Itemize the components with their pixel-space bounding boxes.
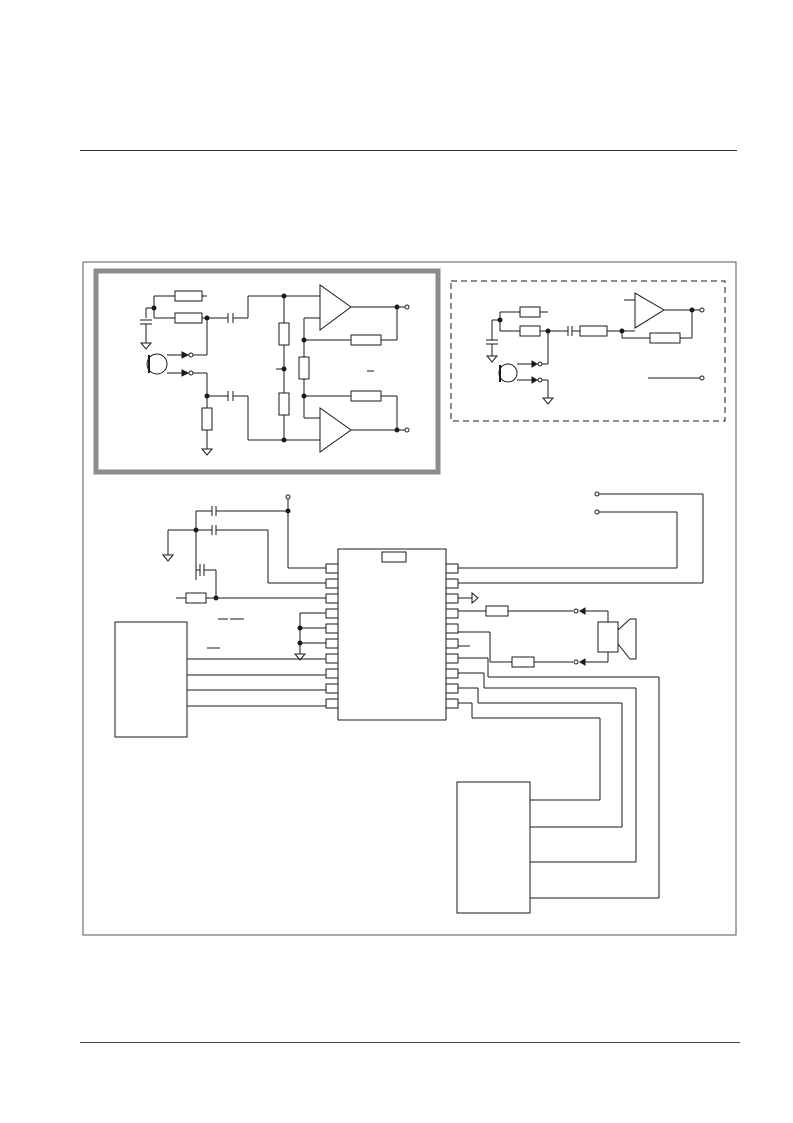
main-ic-section xyxy=(114,491,704,914)
single-ended-mic-option-panel xyxy=(450,280,726,422)
differential-mic-input-panel xyxy=(93,268,441,475)
page-bottom-rule xyxy=(80,1042,740,1043)
opamp-triangle-icon xyxy=(319,407,352,453)
resistor-icon xyxy=(278,322,290,346)
ic-package xyxy=(337,548,447,721)
figure-frame xyxy=(82,261,737,936)
ic-left-pins xyxy=(325,563,339,709)
ground-icon xyxy=(542,391,554,405)
resistor-icon xyxy=(519,306,541,318)
resistor-icon xyxy=(485,605,509,617)
resistor-icon xyxy=(174,312,203,324)
lower-controller-block xyxy=(456,781,531,914)
resistor-icon xyxy=(298,356,310,380)
microphone-icon xyxy=(498,360,543,384)
ground-icon xyxy=(486,349,498,363)
opamp-triangle-icon xyxy=(319,284,352,331)
resistor-icon xyxy=(278,392,290,416)
resistor-icon xyxy=(519,325,541,337)
left-controller-block xyxy=(114,621,188,738)
microphone-icon xyxy=(146,351,194,377)
resistor-icon xyxy=(174,290,203,302)
page-top-rule xyxy=(80,150,737,151)
ground-icon xyxy=(162,548,174,562)
ground-icon xyxy=(294,647,306,661)
ic-notch xyxy=(381,551,407,563)
resistor-icon xyxy=(579,325,608,337)
ground-icon xyxy=(471,591,479,605)
resistor-icon xyxy=(649,332,681,344)
opamp-triangle-icon xyxy=(634,292,665,329)
resistor-icon xyxy=(185,592,207,604)
resistor-icon xyxy=(511,656,535,668)
speaker-icon xyxy=(579,607,637,666)
resistor-icon xyxy=(350,334,382,346)
ic-right-pins xyxy=(445,563,459,709)
ground-icon xyxy=(140,336,152,350)
ground-icon xyxy=(201,442,213,456)
resistor-icon xyxy=(350,390,382,402)
resistor-icon xyxy=(201,407,213,431)
